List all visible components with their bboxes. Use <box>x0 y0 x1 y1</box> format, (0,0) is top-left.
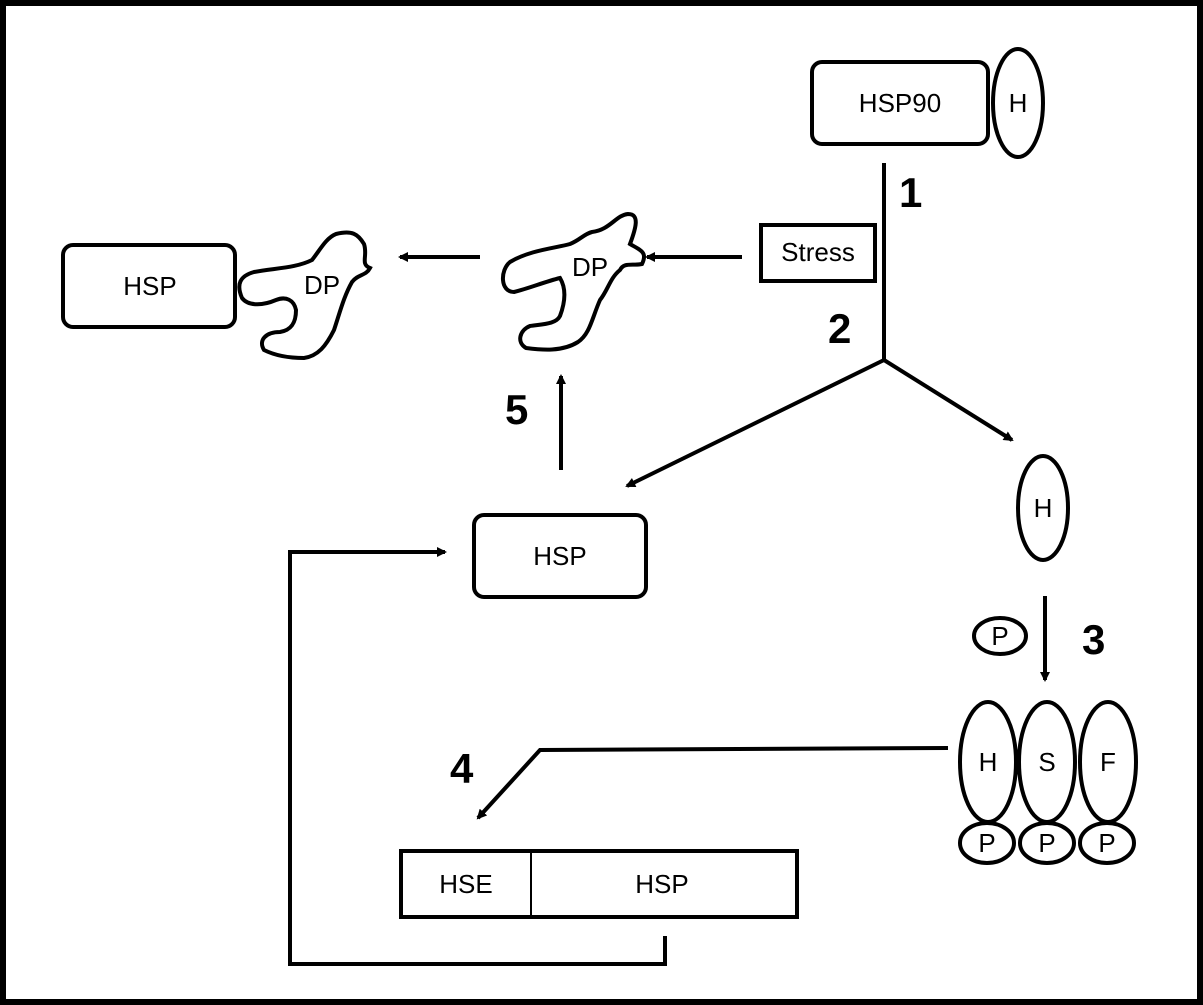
hsf-trimer: H S F P P P <box>960 702 1136 863</box>
trimer-f-label: F <box>1100 747 1116 777</box>
hsp-complex-label: HSP <box>123 271 176 301</box>
dp-free-label: DP <box>572 252 608 282</box>
dp-bound-label: DP <box>304 270 340 300</box>
trimer-p1-label: P <box>978 828 995 858</box>
step-1-number: 1 <box>899 169 922 216</box>
hsp-free-label: HSP <box>533 541 586 571</box>
phosphate-label: P <box>991 621 1008 651</box>
hsp90-complex: HSP90 H <box>812 49 1043 157</box>
trimer-h-label: H <box>979 747 998 777</box>
hse-label: HSE <box>439 869 492 899</box>
step-5-number: 5 <box>505 386 528 433</box>
hsf-h-bound-label: H <box>1009 88 1028 118</box>
hsf-h-free-label: H <box>1034 493 1053 523</box>
trimer-p3-label: P <box>1098 828 1115 858</box>
trimer-s-label: S <box>1038 747 1055 777</box>
step-2-number: 2 <box>828 305 851 352</box>
step-4-number: 4 <box>450 745 474 792</box>
hsp-gene-label: HSP <box>635 869 688 899</box>
hsp90-label: HSP90 <box>859 88 941 118</box>
stress-label: Stress <box>781 237 855 267</box>
trimer-p2-label: P <box>1038 828 1055 858</box>
step-3-number: 3 <box>1082 616 1105 663</box>
